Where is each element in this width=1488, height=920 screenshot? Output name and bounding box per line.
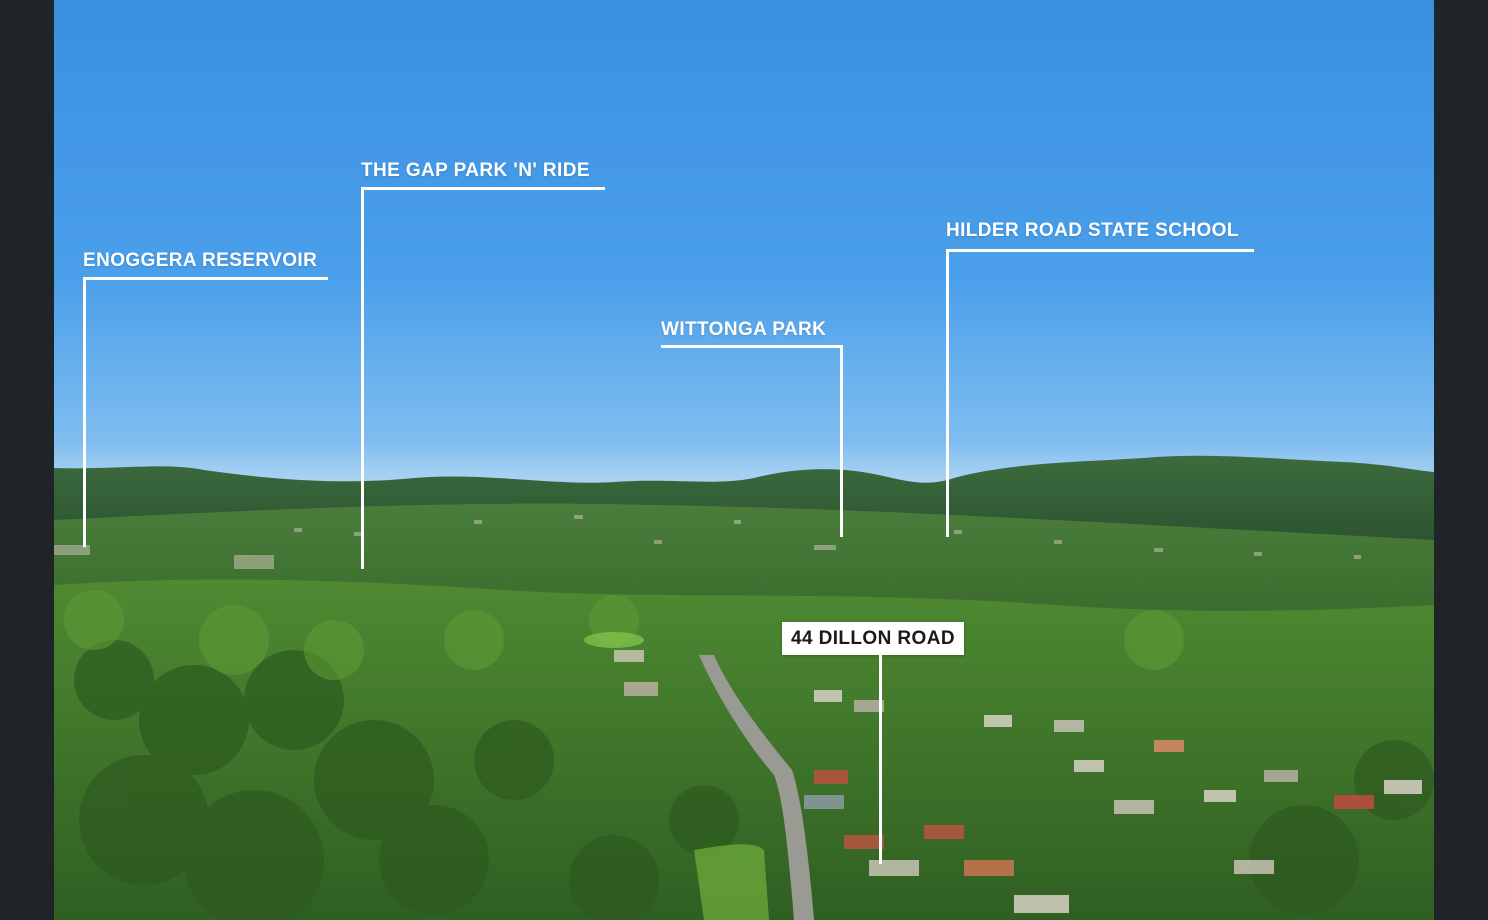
leader-line-wittonga-v	[840, 345, 843, 537]
leader-line-enoggera-v	[83, 277, 86, 547]
leader-line-gap-park-v	[361, 187, 364, 569]
road	[699, 655, 814, 920]
leader-line-wittonga-h	[661, 345, 843, 348]
aerial-landscape	[54, 455, 1434, 920]
leader-line-gap-park-h	[361, 187, 605, 190]
leader-line-property-v	[879, 654, 882, 864]
aerial-photo: ENOGGERA RESERVOIR THE GAP PARK 'N' RIDE…	[54, 0, 1434, 920]
label-hilder-road-state-school: HILDER ROAD STATE SCHOOL	[946, 220, 1239, 241]
tree-canopy	[74, 640, 1434, 920]
label-gap-park-n-ride: THE GAP PARK 'N' RIDE	[361, 160, 590, 181]
leader-line-enoggera-h	[83, 277, 328, 280]
suburb-roofs	[54, 515, 1361, 569]
label-wittonga-park: WITTONGA PARK	[661, 319, 827, 340]
grass-verge	[694, 844, 769, 920]
houses	[614, 650, 1422, 913]
leader-line-hilder-h	[946, 249, 1254, 252]
grass-clearing	[584, 632, 644, 648]
property-callout: 44 DILLON ROAD	[782, 622, 964, 655]
label-enoggera-reservoir: ENOGGERA RESERVOIR	[83, 250, 318, 271]
leader-line-hilder-v	[946, 249, 949, 537]
